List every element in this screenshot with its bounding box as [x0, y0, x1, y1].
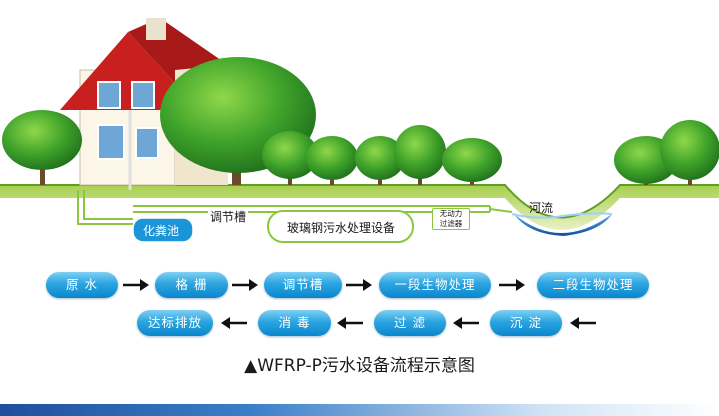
- filter-line-1: 无动力: [439, 209, 463, 218]
- tree-group: [2, 57, 719, 185]
- step-filtration: 过 滤: [374, 310, 446, 336]
- river-water: [511, 212, 613, 236]
- arrow-right-icon: [499, 279, 525, 291]
- arrow-left-icon: [337, 317, 363, 329]
- arrow-left-icon: [221, 317, 247, 329]
- treatment-scene: [0, 18, 719, 243]
- step-sedimentation: 沉 淀: [490, 310, 562, 336]
- ground: [0, 184, 719, 230]
- arrow-left-icon: [570, 317, 596, 329]
- unpowered-filter-label: 无动力 过滤器: [432, 208, 470, 230]
- step-raw-water: 原 水: [46, 272, 118, 298]
- arrow-right-icon: [346, 279, 372, 291]
- arrow-left-icon: [453, 317, 479, 329]
- main-equipment-label: 玻璃钢污水处理设备: [287, 221, 396, 235]
- bottom-gradient-bar: [0, 404, 719, 416]
- step-disinfection: 消 毒: [258, 310, 331, 336]
- step-primary-bio: 一段生物处理: [379, 272, 491, 298]
- regulating-tank-label: 调节槽: [208, 208, 249, 225]
- arrow-right-icon: [232, 279, 258, 291]
- main-treatment-tank: [267, 210, 414, 243]
- septic-tank-label: 化粪池: [143, 224, 180, 238]
- step-grille: 格 栅: [155, 272, 228, 298]
- step-discharge: 达标排放: [137, 310, 213, 336]
- step-secondary-bio: 二段生物处理: [537, 272, 649, 298]
- step-regulating-tank: 调节槽: [264, 272, 342, 298]
- arrow-right-icon: [123, 279, 149, 291]
- diagram-caption: ▲WFRP-P污水设备流程示意图: [244, 356, 475, 376]
- septic-tank: [132, 217, 194, 243]
- filter-line-2: 过滤器: [439, 219, 463, 228]
- river-label: 河流: [529, 201, 554, 215]
